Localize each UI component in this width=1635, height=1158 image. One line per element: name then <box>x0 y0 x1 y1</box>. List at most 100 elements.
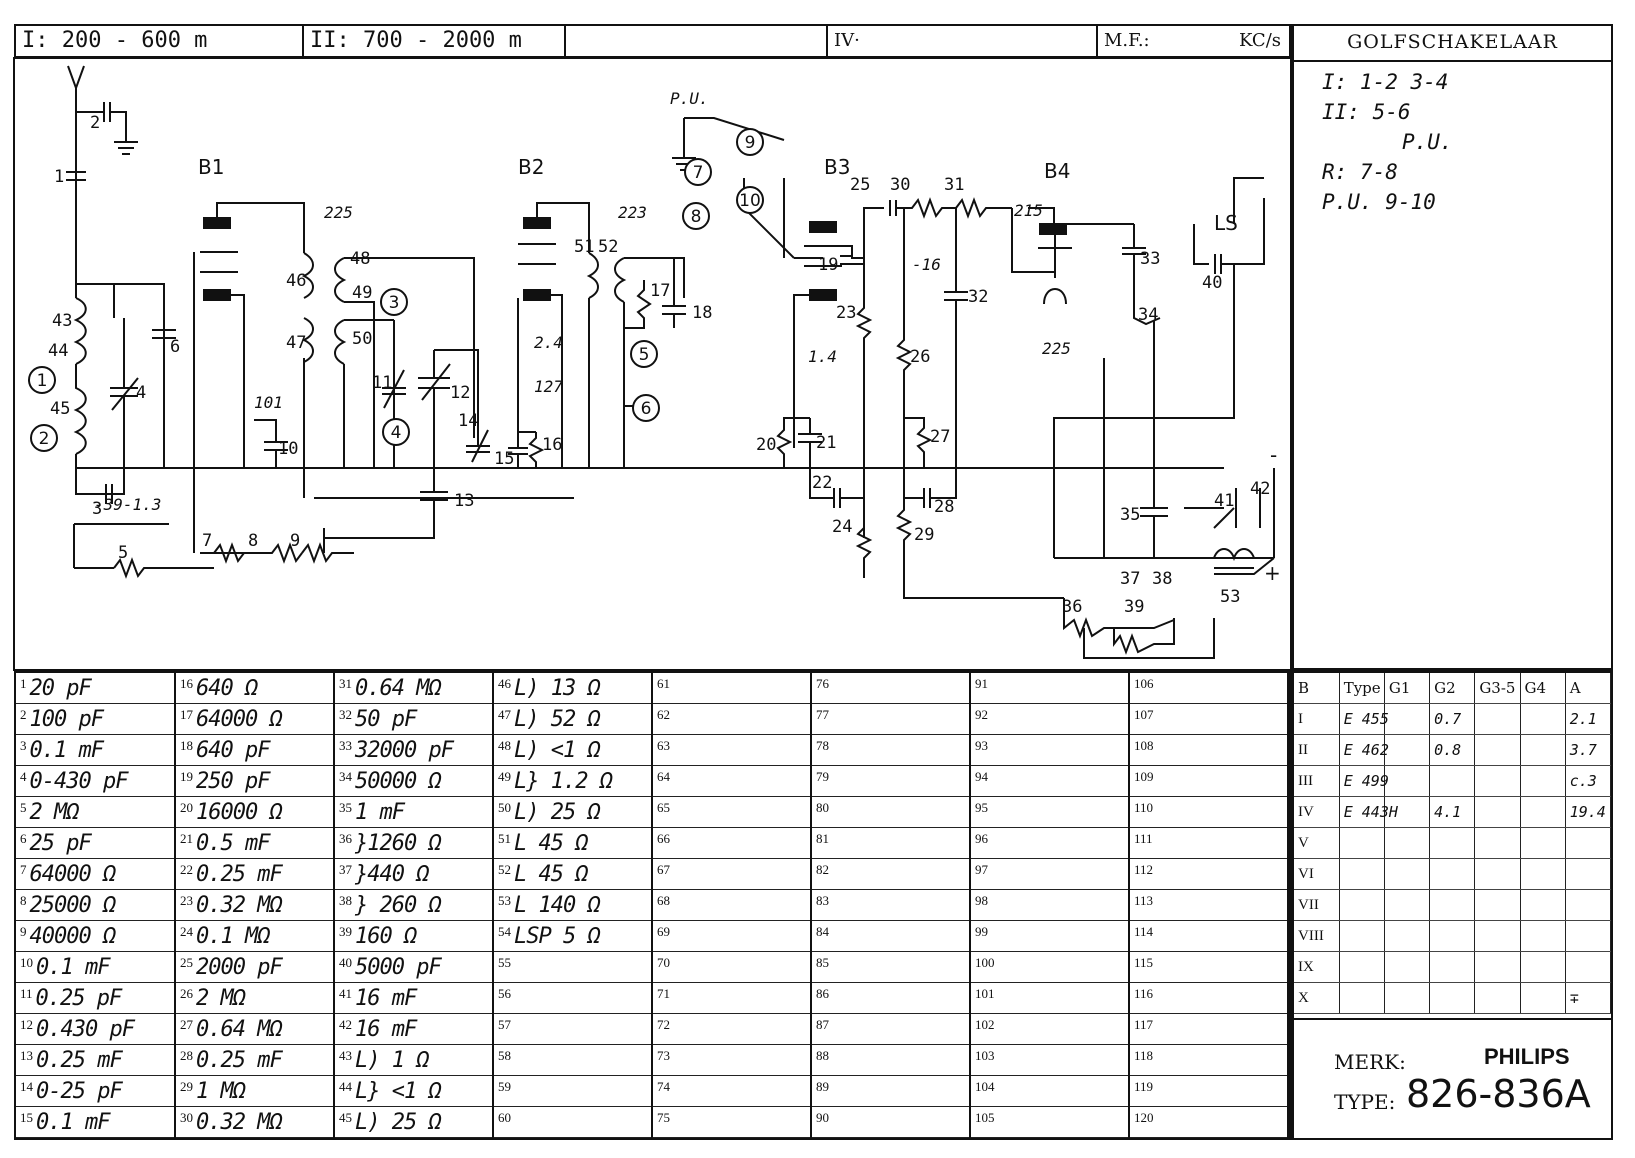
part-value: L 45 Ω <box>514 830 588 856</box>
component-number: 25 <box>850 175 870 195</box>
tube-row-value <box>1429 982 1476 1014</box>
part-number: 69 <box>657 923 670 939</box>
component-number: 3 <box>92 499 102 519</box>
part-number: 102 <box>975 1016 995 1032</box>
part-number: 58 <box>498 1047 511 1063</box>
speaker-label: LS <box>1214 211 1238 235</box>
part-number: 70 <box>657 954 670 970</box>
component-number: 19 <box>818 255 838 275</box>
part-cell: 63 <box>652 734 812 766</box>
part-number: 55 <box>498 954 511 970</box>
component-number: 38 <box>1152 569 1172 589</box>
part-number: 84 <box>816 923 829 939</box>
part-cell: 118 <box>1129 1044 1289 1076</box>
component-number: 32 <box>968 287 988 307</box>
tube-label-b4: B4 <box>1044 159 1070 183</box>
component-number: 47 <box>286 333 306 353</box>
tube-row-label: X <box>1294 982 1340 1014</box>
part-number: 7 <box>20 861 27 877</box>
polarity-minus: - <box>1270 443 1277 467</box>
part-value: 0.1 MΩ <box>196 923 270 949</box>
component-number: 21 <box>816 433 836 453</box>
part-number: 32 <box>339 706 352 722</box>
part-cell: 82 <box>811 858 971 890</box>
tube-row-value <box>1339 920 1385 952</box>
part-number: 41 <box>339 985 352 1001</box>
part-number: 78 <box>816 737 829 753</box>
part-value: 64000 Ω <box>29 861 117 887</box>
part-cell: 55 <box>493 951 653 983</box>
part-number: 62 <box>657 706 670 722</box>
capacitor-c19 <box>840 246 864 265</box>
resistor-r24 <box>855 498 873 578</box>
part-value: 25000 Ω <box>29 892 117 918</box>
coil-46-47 <box>301 252 314 363</box>
part-cell: 114 <box>1129 920 1289 952</box>
connection-point-5 <box>630 340 658 368</box>
part-number: 63 <box>657 737 670 753</box>
part-number: 2 <box>20 706 27 722</box>
part-number: 36 <box>339 830 352 846</box>
part-number: 107 <box>1134 706 1154 722</box>
part-number: 53 <box>498 892 511 908</box>
part-number: 24 <box>180 923 193 939</box>
part-cell: 84 <box>811 920 971 952</box>
part-number: 77 <box>816 706 829 722</box>
part-value: 0.64 MΩ <box>355 675 442 701</box>
resistor-r23 <box>855 208 873 538</box>
part-cell: 111 <box>1129 827 1289 859</box>
component-number: 48 <box>350 249 370 269</box>
part-number: 20 <box>180 799 193 815</box>
part-cell: 60 <box>493 1106 653 1138</box>
component-number: 52 <box>598 237 618 257</box>
part-value: 64000 Ω <box>196 706 283 732</box>
part-number: 18 <box>180 737 193 753</box>
pickup-label: P.U. <box>670 89 709 108</box>
part-cell: 80 <box>811 796 971 828</box>
tube-row-value <box>1520 827 1566 859</box>
part-number: 90 <box>816 1109 829 1125</box>
part-number: 106 <box>1134 675 1154 691</box>
tube-row-value <box>1384 951 1431 983</box>
component-number: 53 <box>1220 587 1240 607</box>
part-number: 47 <box>498 706 511 722</box>
tube-table-header-cell: G3-5 <box>1474 673 1521 704</box>
part-cell: 107 <box>1129 703 1289 735</box>
tube-row-value <box>1384 703 1431 735</box>
connection-number: 3 <box>389 293 400 313</box>
part-cell: 56 <box>493 982 653 1014</box>
tube-row-value <box>1520 920 1566 952</box>
part-number: 6 <box>20 830 27 846</box>
component-number: 18 <box>692 303 712 323</box>
component-number: 15 <box>494 449 514 469</box>
switch-line-4: R: 7-8 <box>1322 160 1398 184</box>
part-number: 91 <box>975 675 988 691</box>
switch-line-1: I: 1-2 3-4 <box>1322 70 1449 94</box>
part-cell: 86 <box>811 982 971 1014</box>
part-value: L) 52 Ω <box>514 706 601 732</box>
part-value: 0.25 mF <box>196 1047 283 1073</box>
part-number: 16 <box>180 675 193 691</box>
component-number: 14 <box>458 411 478 431</box>
coil-48-49-50 <box>334 257 475 468</box>
part-number: 80 <box>816 799 829 815</box>
part-number: 88 <box>816 1047 829 1063</box>
tube-table-header-cell: G2 <box>1429 673 1476 704</box>
part-cell: 62 <box>652 703 812 735</box>
part-value: 32000 pF <box>355 737 454 763</box>
connection-point-6 <box>632 394 660 422</box>
part-value: L 140 Ω <box>514 892 601 918</box>
